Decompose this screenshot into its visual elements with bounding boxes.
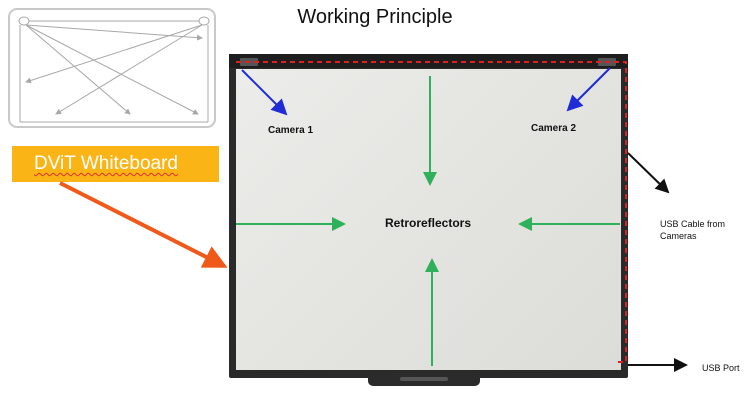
camera-2-arrow: [566, 67, 611, 112]
whiteboard-pointer-arrow: [59, 181, 228, 268]
whiteboard-surface: [236, 69, 621, 370]
camera-1-arrow: [241, 69, 288, 116]
thumb-ray: [25, 24, 203, 41]
usb-cable-path: [236, 61, 627, 363]
thumb-ray: [25, 24, 131, 115]
dvit-whiteboard-label: DViT Whiteboard: [12, 146, 219, 182]
diagram-title: Working Principle: [297, 6, 453, 28]
usb-port-label: USB Port: [702, 363, 740, 373]
camera-1-label: Camera 1: [268, 125, 314, 136]
usb-cable-label: USB Cable from Cameras: [660, 219, 726, 241]
thumb-ray: [25, 24, 199, 115]
usb-cable-arrow: [627, 152, 670, 194]
pen-tray-slot: [400, 377, 448, 381]
camera-2-label: Camera 2: [531, 123, 577, 134]
thumb-ray: [55, 24, 203, 115]
thumb-ray: [25, 24, 203, 84]
thumbnail-diagram: [8, 8, 216, 128]
retroreflectors-label: Retroreflectors: [385, 216, 472, 230]
